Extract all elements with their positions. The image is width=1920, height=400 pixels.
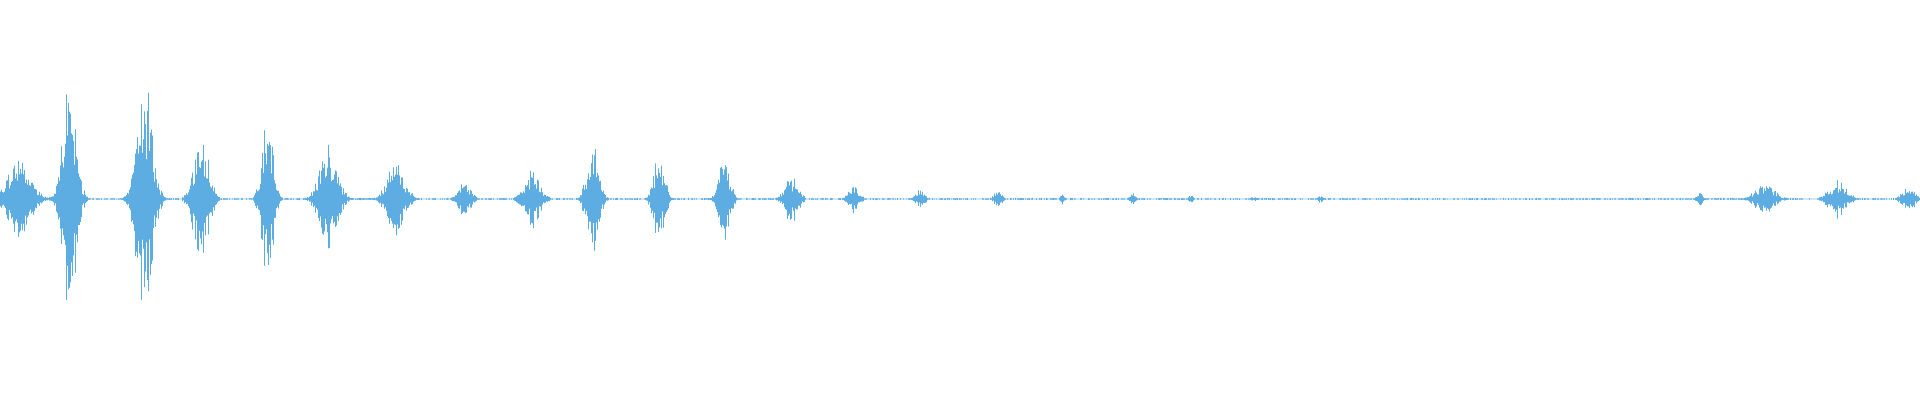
waveform-samples bbox=[0, 92, 1920, 300]
waveform-trace bbox=[0, 92, 1920, 300]
